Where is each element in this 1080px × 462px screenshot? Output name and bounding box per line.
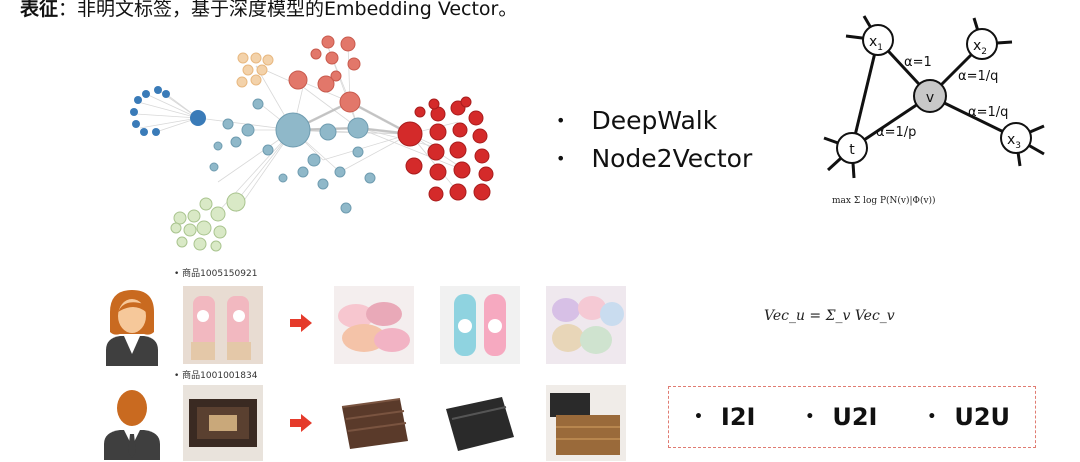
recommend-type-u2u: U2U <box>954 403 1011 431</box>
bullet-dot: • <box>556 111 566 130</box>
bullet-dot: • <box>556 149 566 168</box>
product-image-wallet-gift <box>183 385 263 461</box>
node-x2 <box>966 28 998 60</box>
svg-text:v: v <box>926 90 934 106</box>
product-image-sleeves-pink <box>334 286 414 364</box>
product-image-sleeves-blue <box>440 286 520 364</box>
method-item: • Node2Vector <box>556 140 752 178</box>
objective-formula: max Σ log P(N(v)|Φ(v)) <box>832 196 936 206</box>
product-label-2: • 商品1001001834 <box>174 371 258 381</box>
method-deepwalk: DeepWalk <box>591 106 718 135</box>
node-x1 <box>862 24 894 56</box>
recommend-type-item: • U2U <box>927 403 1010 431</box>
product-label-1: • 商品1005150921 <box>174 269 258 279</box>
page-heading: 表征：非明文标签，基于深度模型的Embedding Vector。 <box>20 0 517 21</box>
network-graph <box>130 35 494 252</box>
female-user-avatar <box>106 290 158 366</box>
bullet-dot: • <box>805 409 815 425</box>
method-item: • DeepWalk <box>556 102 752 140</box>
edge-label-x3: α=1/q <box>968 105 1008 120</box>
heading-rest: ：非明文标签，基于深度模型的Embedding Vector。 <box>58 0 518 20</box>
method-node2vector: Node2Vector <box>591 144 753 173</box>
recommend-type-i2i: I2I <box>720 403 756 431</box>
bullet-dot: • <box>693 409 703 425</box>
recommend-types-box: • I2I • U2I • U2U <box>668 386 1036 448</box>
random-walk-diagram: x1 x2 x3 v t α=1 α=1/q α=1/q α=1/p <box>823 15 1045 179</box>
edge-label-t: α=1/p <box>876 125 916 140</box>
recommend-type-item: • I2I <box>694 403 756 431</box>
node-t <box>836 132 868 164</box>
edge-label-x2: α=1/q <box>958 69 998 84</box>
product-image-gloves <box>183 286 263 364</box>
product-image-wallet-black <box>440 385 520 461</box>
product-image-wallet-brown <box>334 385 414 461</box>
node-x3 <box>1000 122 1032 154</box>
svg-text:t: t <box>849 142 855 158</box>
male-user-avatar <box>104 390 160 460</box>
edge-label-x1: α=1 <box>904 55 932 70</box>
method-list: • DeepWalk • Node2Vector <box>556 102 752 178</box>
recommend-type-u2i: U2I <box>832 403 878 431</box>
user-vector-formula: Vec_u = Σ_v Vec_v <box>764 308 895 324</box>
heading-bold: 表征 <box>20 0 59 20</box>
product-image-sleeves-animal <box>546 286 626 364</box>
recommend-type-item: • U2I <box>805 403 877 431</box>
arrow-right-icon <box>290 314 312 332</box>
arrow-right-icon <box>290 414 312 432</box>
product-image-wallet-tan <box>546 385 626 461</box>
bullet-dot: • <box>927 409 937 425</box>
node-v <box>913 79 947 113</box>
